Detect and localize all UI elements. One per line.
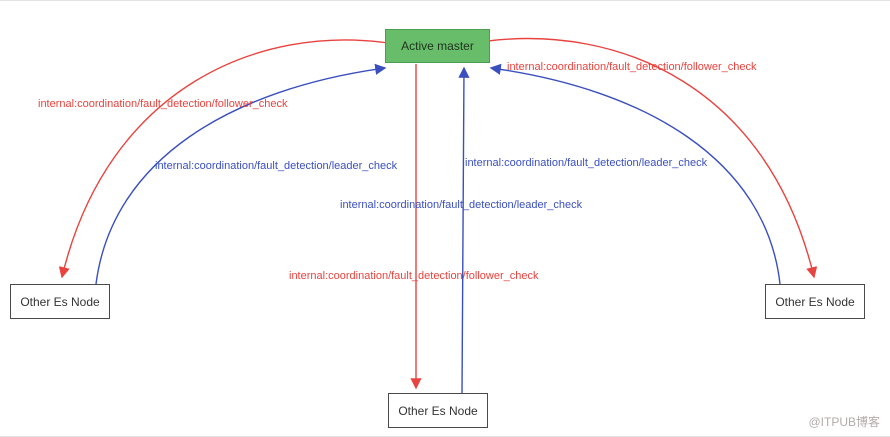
edge-label-leader-check-bottom: internal:coordination/fault_detection/le…: [340, 199, 583, 211]
node-active-master: Active master: [385, 29, 490, 63]
edge-label-follower-check-left: internal:coordination/fault_detection/fo…: [38, 98, 288, 110]
arrow-leader-check-left: [95, 63, 387, 285]
edge-label-follower-check-right: internal:coordination/fault_detection/fo…: [507, 61, 757, 73]
node-other-es-left: Other Es Node: [10, 284, 110, 319]
arrow-follower-check-right: [487, 37, 818, 279]
edge-label-leader-check-right: internal:coordination/fault_detection/le…: [465, 157, 708, 169]
arrow-follower-check-left: [58, 39, 389, 279]
arrow-leader-check-bottom: [458, 66, 470, 394]
arrow-leader-check-right: [489, 63, 781, 285]
edge-label-leader-check-left: internal:coordination/fault_detection/le…: [155, 160, 398, 172]
node-other-es-right: Other Es Node: [765, 284, 865, 319]
edge-label-follower-check-bottom: internal:coordination/fault_detection/fo…: [289, 270, 539, 282]
watermark: @ITPUB博客: [808, 415, 880, 429]
node-other-es-bottom: Other Es Node: [388, 393, 488, 428]
